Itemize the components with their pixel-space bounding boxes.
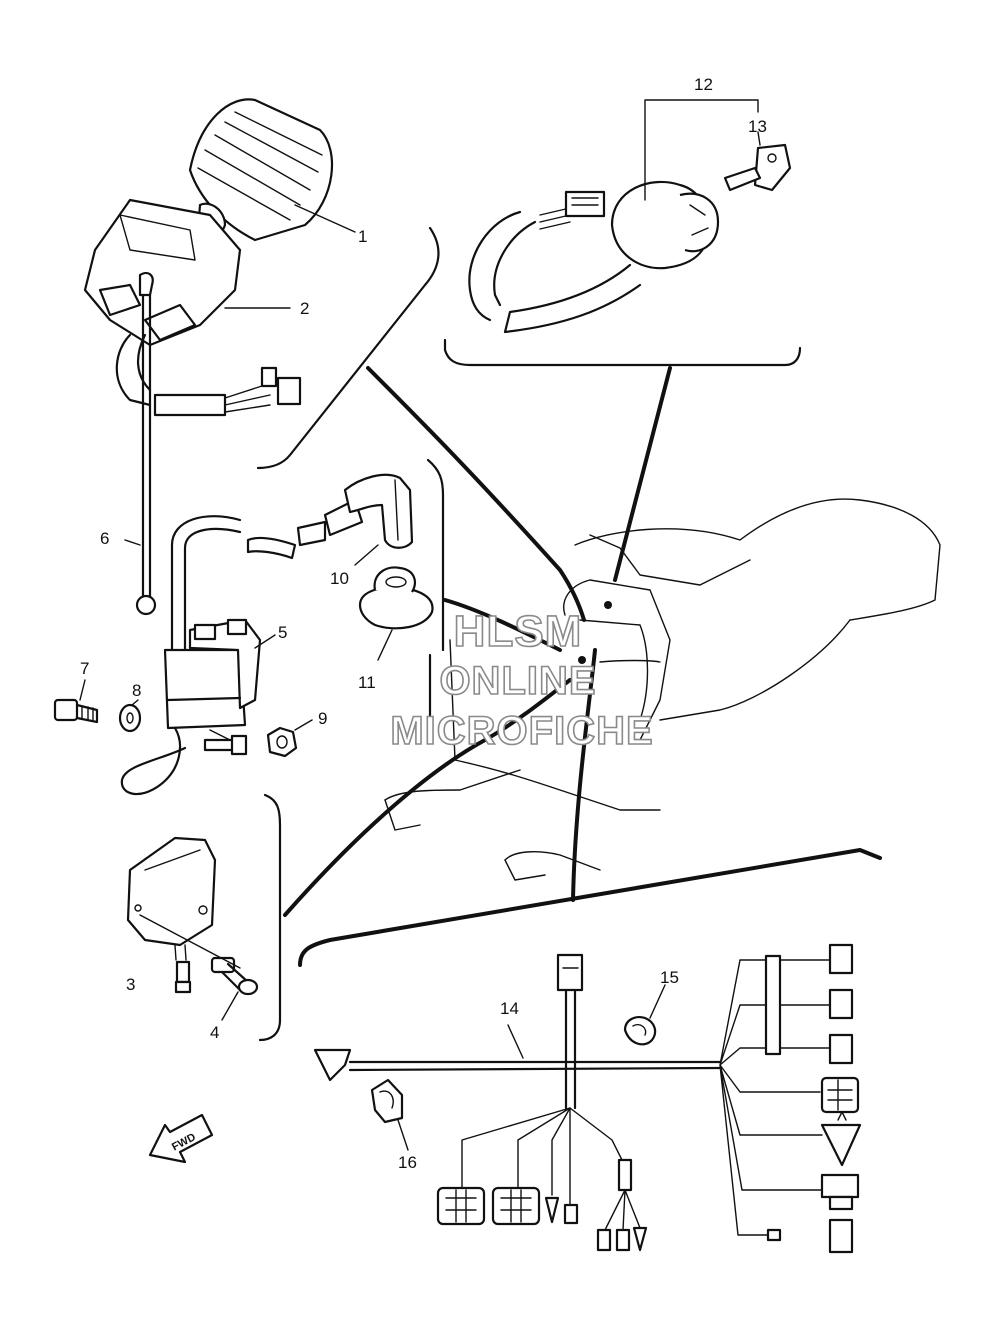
leader-14 — [507, 1024, 524, 1059]
watermark-line-1: HLSM — [454, 607, 583, 656]
part-label-6: 6 — [100, 529, 109, 548]
watermark-line-3: MICROFICHE — [390, 709, 653, 753]
watermark: HLSM ONLINE MICROFICHE — [390, 606, 654, 754]
wire-harness — [313, 943, 862, 1254]
part-label-9: 9 — [318, 709, 327, 728]
leader-11 — [377, 629, 393, 661]
part-label-1: 1 — [358, 227, 367, 246]
part-label-15: 15 — [660, 968, 679, 987]
leader-15 — [649, 984, 666, 1019]
bolt-7 — [53, 698, 99, 724]
leader-13 — [757, 131, 761, 146]
grommet-15 — [623, 1016, 657, 1046]
leader-1 — [294, 204, 356, 233]
cdi-unit — [126, 836, 217, 994]
leader-9 — [294, 719, 313, 731]
leader-7 — [79, 679, 86, 701]
leader-5 — [254, 634, 276, 649]
ground-lead — [135, 271, 157, 616]
clamp-16 — [370, 1078, 404, 1124]
switch-housing — [83, 198, 302, 417]
part-label-16: 16 — [398, 1153, 417, 1172]
part-label-13: 13 — [748, 117, 767, 136]
ignition-coil — [120, 515, 262, 796]
leader-8 — [131, 699, 139, 706]
washer-8 — [118, 703, 142, 733]
part-label-14: 14 — [500, 999, 519, 1018]
leader-4 — [221, 991, 239, 1021]
part-label-8: 8 — [132, 681, 141, 700]
leader-6 — [124, 539, 141, 546]
route-leader-coil — [443, 598, 562, 652]
route-leader-cdi — [283, 678, 572, 917]
part-label-2: 2 — [300, 299, 309, 318]
part-label-4: 4 — [210, 1023, 219, 1042]
part-label-11: 11 — [358, 673, 376, 692]
main-switch-assembly — [468, 143, 792, 334]
part-label-7: 7 — [80, 659, 89, 678]
part-label-5: 5 — [278, 623, 287, 642]
route-leader-switch — [366, 366, 586, 622]
leader-16 — [397, 1119, 409, 1151]
bracket-harness — [298, 848, 882, 967]
leader-12 — [644, 99, 759, 201]
vehicle-frame — [384, 498, 941, 881]
spark-plug-cap — [246, 473, 414, 560]
part-label-10: 10 — [330, 569, 349, 588]
bracket-main-switch — [443, 338, 802, 367]
bracket-switch — [256, 226, 440, 470]
screw-4 — [210, 956, 259, 996]
watermark-line-2: ONLINE — [439, 659, 596, 703]
route-leader-harness — [571, 648, 597, 902]
leader-3 — [139, 914, 241, 969]
bracket-cdi — [258, 793, 282, 1042]
leader-10 — [354, 544, 379, 566]
plug-cover — [358, 566, 434, 630]
nut-9 — [203, 726, 298, 758]
bracket-coil — [426, 458, 445, 737]
route-leader-mainswitch — [613, 366, 672, 582]
part-label-12: 12 — [694, 75, 713, 94]
fwd-arrow-icon: FWD — [148, 1113, 214, 1164]
part-label-3: 3 — [126, 975, 135, 994]
